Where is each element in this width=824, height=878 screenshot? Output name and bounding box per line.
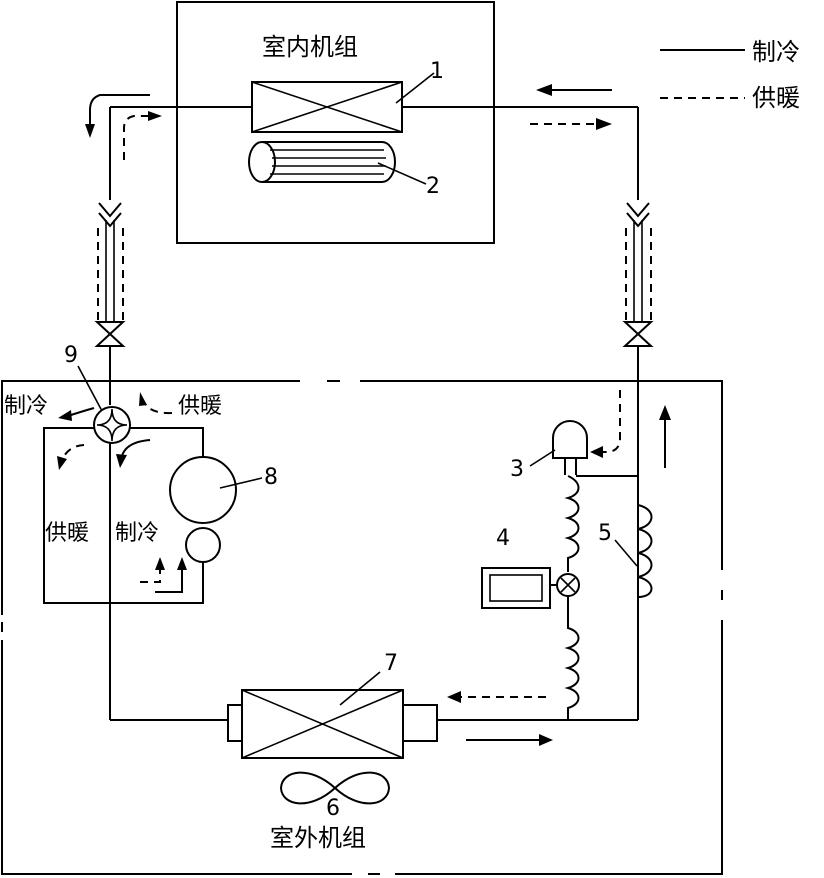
right-stop-valve-icon bbox=[622, 321, 654, 347]
callout-1: 1 bbox=[430, 59, 444, 84]
indoor-unit: 室内机组 1 2 bbox=[176, 1, 495, 244]
outdoor-unit: 室外机组 bbox=[1, 380, 723, 875]
outdoor-fan-icon bbox=[279, 771, 391, 805]
outdoor-unit-label: 室外机组 bbox=[270, 824, 366, 852]
flow-arrows bbox=[57, 84, 671, 746]
callout-8: 8 bbox=[264, 465, 278, 490]
callout-line-7 bbox=[339, 671, 381, 706]
callout-line-9 bbox=[77, 365, 103, 412]
legend-cooling-label: 制冷 bbox=[752, 38, 800, 66]
indoor-unit-frame bbox=[176, 1, 495, 244]
indoor-fan-icon bbox=[248, 141, 396, 183]
filter-icon bbox=[552, 420, 588, 459]
callout-line-5 bbox=[614, 539, 638, 567]
callout-2: 2 bbox=[426, 174, 440, 199]
solenoid-coil-icon bbox=[481, 567, 551, 609]
callout-6: 6 bbox=[326, 796, 340, 821]
compressor-cooling-label: 制冷 bbox=[115, 521, 159, 546]
outdoor-heat-exchanger: 7 bbox=[227, 651, 568, 759]
compressor-heating-label: 供暖 bbox=[45, 521, 89, 546]
accumulator-icon bbox=[185, 527, 221, 563]
valve-cooling-label: 制冷 bbox=[4, 394, 48, 419]
callout-line-1 bbox=[395, 72, 435, 104]
left-stop-valve-icon bbox=[94, 321, 126, 347]
callout-line-8 bbox=[219, 477, 263, 489]
indoor-unit-label: 室内机组 bbox=[262, 33, 358, 61]
callout-3: 3 bbox=[510, 457, 524, 482]
refrigerant-piping bbox=[94, 106, 654, 720]
indoor-heat-exchanger bbox=[251, 81, 403, 133]
four-way-valve-icon bbox=[93, 406, 131, 444]
compressor-icon bbox=[169, 456, 237, 524]
valve-heating-label: 供暖 bbox=[178, 394, 222, 419]
callout-line-3 bbox=[529, 449, 556, 467]
callout-4: 4 bbox=[496, 526, 510, 551]
callout-line-2 bbox=[377, 162, 427, 185]
legend: 制冷 供暖 bbox=[660, 38, 800, 112]
legend-heating-label: 供暖 bbox=[752, 84, 800, 112]
callout-7: 7 bbox=[384, 651, 398, 676]
callout-5: 5 bbox=[598, 521, 612, 546]
callout-9: 9 bbox=[64, 343, 78, 368]
expansion-circuit: 3 4 5 bbox=[481, 420, 653, 721]
four-way-valve-circuit: 9 制冷 供暖 8 供暖 制冷 bbox=[4, 343, 278, 721]
